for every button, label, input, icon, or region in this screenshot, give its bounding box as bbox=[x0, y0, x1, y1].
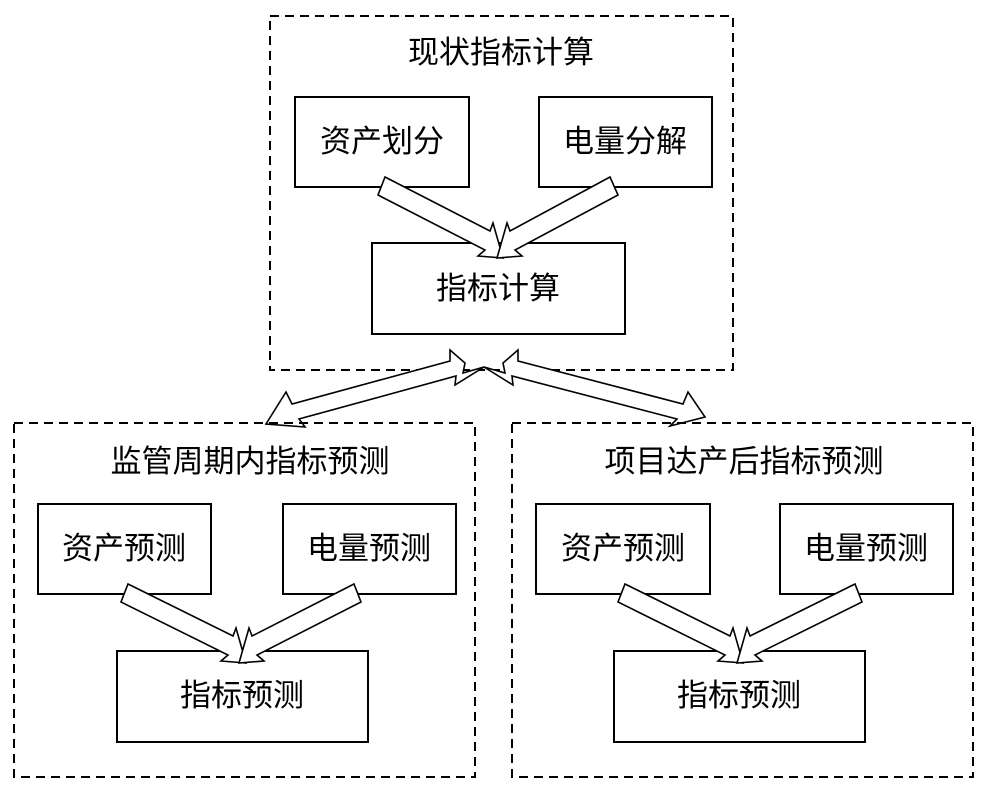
arrow-power-to-calc bbox=[495, 175, 620, 259]
arrow-asset-to-prediction-right bbox=[616, 582, 745, 664]
node-label-indicator-calc: 指标计算 bbox=[436, 271, 560, 307]
group-frame-post-production bbox=[511, 422, 974, 778]
node-label-asset-division: 资产划分 bbox=[320, 124, 444, 160]
group-frame-regulatory bbox=[13, 422, 476, 778]
node-label-indicator-prediction-right: 指标预测 bbox=[677, 678, 801, 714]
node-power-prediction-right bbox=[779, 503, 954, 595]
arrow-asset-to-prediction-left bbox=[119, 582, 248, 664]
node-label-asset-prediction-right: 资产预测 bbox=[561, 531, 685, 567]
group-title-regulatory: 监管周期内指标预测 bbox=[111, 444, 390, 480]
node-label-asset-prediction-left: 资产预测 bbox=[62, 531, 186, 567]
node-indicator-prediction-right bbox=[613, 650, 866, 743]
group-title-post-production: 项目达产后指标预测 bbox=[605, 444, 884, 480]
node-label-power-prediction-left: 电量预测 bbox=[307, 531, 431, 567]
arrow-to-project-prediction bbox=[483, 348, 707, 428]
arrow-power-to-prediction-left bbox=[237, 582, 363, 664]
node-label-power-prediction-right: 电量预测 bbox=[804, 531, 928, 567]
arrow-to-regulatory-prediction bbox=[264, 348, 485, 428]
node-power-decomposition bbox=[538, 96, 713, 188]
node-power-prediction-left bbox=[282, 503, 457, 595]
node-asset-division bbox=[294, 96, 470, 188]
node-indicator-prediction-left bbox=[116, 650, 369, 743]
group-regulatory-period-prediction: 监管周期内指标预测 资产预测 电量预测 指标预测 bbox=[13, 422, 476, 778]
node-label-indicator-prediction-left: 指标预测 bbox=[180, 678, 304, 714]
group-title-current: 现状指标计算 bbox=[408, 35, 594, 71]
arrow-asset-to-calc bbox=[376, 175, 505, 259]
connector-arrows bbox=[264, 348, 707, 428]
node-asset-prediction-left bbox=[37, 503, 212, 595]
arrow-power-to-prediction-right bbox=[735, 582, 864, 664]
node-indicator-calc bbox=[371, 242, 626, 335]
node-label-power-decomposition: 电量分解 bbox=[563, 124, 687, 160]
node-asset-prediction-right bbox=[535, 503, 711, 595]
group-post-production-prediction: 项目达产后指标预测 资产预测 电量预测 指标预测 bbox=[511, 422, 974, 778]
group-current-indicator-calc: 现状指标计算 资产划分 电量分解 指标计算 bbox=[269, 15, 734, 371]
group-frame-current bbox=[269, 15, 734, 371]
